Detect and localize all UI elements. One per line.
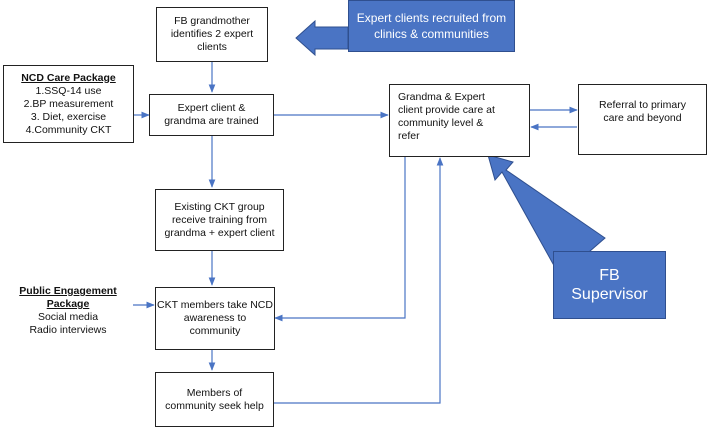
box-line: awareness to: [183, 312, 247, 324]
box-line: community seek help: [165, 399, 264, 412]
package-item: Radio interviews: [29, 324, 107, 336]
box-trained: Expert client & grandma are trained: [149, 94, 274, 136]
box-line: CKT members take NCD: [157, 299, 273, 311]
box-line: receive training from: [171, 213, 268, 226]
callout-expert-recruited: Expert clients recruited from clinics & …: [348, 0, 515, 52]
package-item: 1.SSQ-14 use: [35, 84, 102, 97]
box-line: identifies 2 expert: [170, 28, 254, 40]
block-arrow-recruited: [295, 19, 349, 57]
box-line: FB grandmother: [174, 15, 250, 27]
box-ckt-members: CKT members take NCD awareness to commun…: [155, 287, 275, 350]
callout-line: FB: [599, 267, 620, 284]
box-community-seek-help: Members of community seek help: [155, 372, 274, 427]
box-fb-grandmother: FB grandmother identifies 2 expert clien…: [156, 7, 268, 62]
box-line: refer: [398, 130, 420, 142]
box-line: clients: [197, 41, 227, 53]
box-ncd-care-package: NCD Care Package 1.SSQ-14 use 2.BP measu…: [3, 65, 134, 143]
box-line: Expert client &: [177, 102, 246, 114]
box-line: Existing CKT group: [174, 200, 265, 213]
box-line: Referral to primary: [599, 99, 686, 111]
box-ckt-group: Existing CKT group receive training from…: [155, 189, 284, 251]
package-item: 2.BP measurement: [23, 97, 114, 110]
arrow-care-to-members: [274, 157, 406, 322]
callout-line: clinics & communities: [374, 27, 489, 41]
callout-line: Expert clients recruited from: [356, 11, 507, 25]
box-line: grandma + expert client: [164, 226, 275, 239]
box-provide-care: Grandma & Expert client provide care at …: [389, 84, 530, 157]
box-line: care and beyond: [603, 112, 682, 124]
package-item: 4.Community CKT: [25, 123, 112, 136]
package-heading: Package: [46, 298, 90, 310]
box-line: client provide care at: [398, 104, 495, 116]
box-public-engagement: Public Engagement Package Social media R…: [3, 280, 133, 336]
package-item: Social media: [37, 311, 99, 323]
callout-line: Supervisor: [571, 286, 648, 303]
box-line: Members of: [186, 386, 243, 399]
package-heading: NCD Care Package: [21, 71, 116, 84]
package-item: 3. Diet, exercise: [30, 110, 107, 123]
box-line: grandma are trained: [164, 115, 259, 127]
box-line: community: [189, 325, 241, 337]
package-heading: Public Engagement: [19, 285, 117, 297]
box-line: community level &: [398, 117, 484, 129]
arrow-community-to-care: [274, 157, 444, 404]
box-referral: Referral to primary care and beyond: [578, 84, 707, 155]
callout-fb-supervisor: FB Supervisor: [553, 251, 666, 319]
box-line: Grandma & Expert: [398, 91, 485, 103]
